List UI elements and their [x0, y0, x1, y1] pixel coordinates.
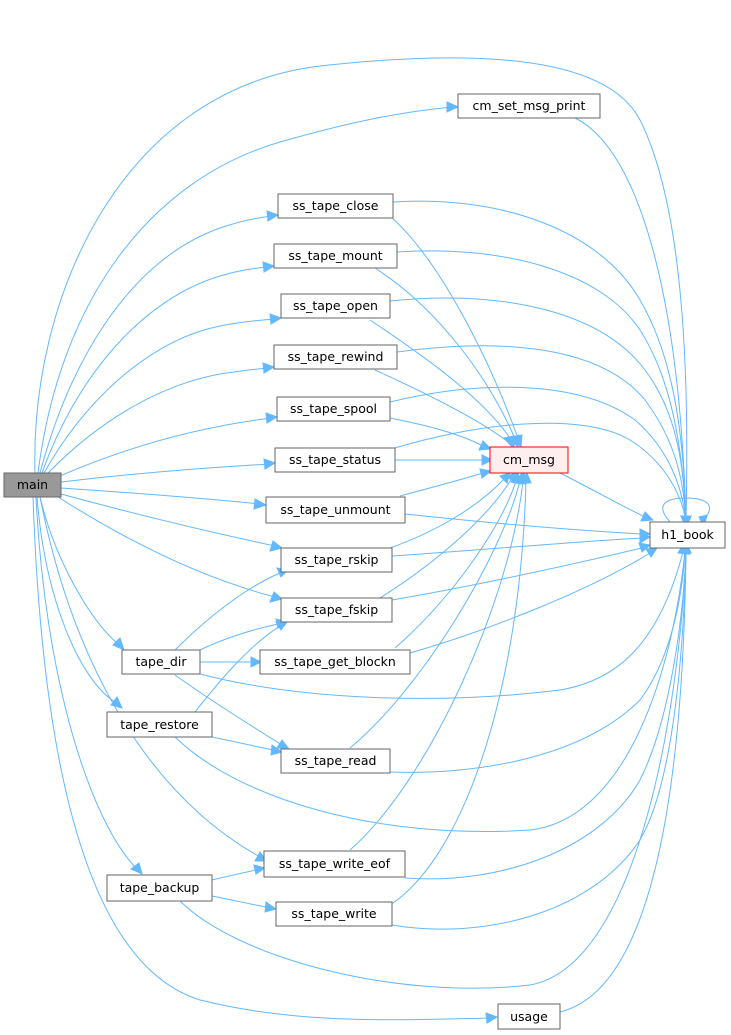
edge-main-ss_tape_unmount — [60, 487, 268, 510]
edge-main-tape_dir — [39, 496, 125, 651]
edge-ss_tape_open-cm_msg — [369, 319, 516, 450]
edge-main-ss_tape_fskip — [57, 496, 284, 603]
node-ss_tape_mount[interactable]: ss_tape_mount — [273, 243, 398, 269]
node-label-tape_dir: tape_dir — [136, 654, 188, 669]
node-label-cm_msg: cm_msg — [503, 452, 555, 467]
edge-tape_restore-h1_book — [174, 541, 691, 833]
node-ss_tape_rewind[interactable]: ss_tape_rewind — [273, 344, 398, 370]
node-ss_tape_get_blockn[interactable]: ss_tape_get_blockn — [259, 649, 411, 675]
edge-ss_tape_write-cm_msg — [389, 471, 532, 906]
edge-main-ss_tape_rewind — [47, 362, 276, 474]
edge-ss_tape_write-h1_book — [391, 541, 692, 930]
node-tape_backup[interactable]: tape_backup — [106, 874, 213, 902]
edge-main-tape_restore — [36, 496, 123, 709]
edge-main-ss_tape_write_eof — [39, 496, 269, 862]
edge-ss_tape_read-h1_book — [389, 541, 691, 773]
node-label-main: main — [17, 477, 48, 492]
node-ss_tape_write_eof[interactable]: ss_tape_write_eof — [263, 850, 406, 878]
node-ss_tape_spool[interactable]: ss_tape_spool — [276, 396, 391, 422]
node-label-ss_tape_read: ss_tape_read — [295, 753, 377, 768]
edge-ss_tape_spool-cm_msg — [389, 417, 493, 451]
node-label-usage: usage — [510, 1009, 548, 1024]
edge-tape_backup-ss_tape_write — [211, 895, 278, 913]
node-label-ss_tape_rskip: ss_tape_rskip — [294, 552, 378, 567]
edge-main-ss_tape_close — [39, 210, 280, 474]
node-usage[interactable]: usage — [497, 1003, 561, 1030]
edge-ss_tape_status-cm_msg — [395, 454, 494, 466]
node-label-ss_tape_spool: ss_tape_spool — [290, 401, 377, 416]
node-label-ss_tape_write: ss_tape_write — [291, 906, 376, 921]
node-ss_tape_rskip[interactable]: ss_tape_rskip — [280, 547, 393, 573]
edge-ss_tape_status-h1_book — [394, 422, 692, 529]
edge-ss_tape_get_blockn-h1_book — [409, 547, 658, 654]
edge-ss_tape_rskip-cm_msg — [389, 472, 511, 549]
edge-main-ss_tape_status — [60, 458, 277, 483]
node-main[interactable]: main — [3, 472, 62, 498]
node-tape_dir[interactable]: tape_dir — [121, 649, 201, 675]
node-tape_restore[interactable]: tape_restore — [106, 711, 213, 738]
node-label-ss_tape_rewind: ss_tape_rewind — [288, 349, 384, 364]
node-h1_book[interactable]: h1_book — [649, 521, 726, 549]
edge-cm_msg-h1_book — [559, 472, 655, 522]
edge-main-cm_set_msg_print — [37, 101, 460, 474]
node-label-h1_book: h1_book — [661, 527, 714, 542]
edge-main-usage — [32, 496, 499, 1024]
edge-main-ss_tape_mount — [41, 261, 276, 474]
edge-ss_tape_rskip-h1_book — [391, 532, 652, 557]
edge-ss_tape_open-h1_book — [389, 297, 692, 529]
node-label-ss_tape_get_blockn: ss_tape_get_blockn — [274, 654, 396, 669]
node-label-ss_tape_open: ss_tape_open — [293, 298, 378, 313]
node-ss_tape_read[interactable]: ss_tape_read — [280, 748, 391, 774]
edge-main-tape_backup — [35, 496, 143, 875]
node-label-ss_tape_status: ss_tape_status — [289, 452, 381, 467]
edge-ss_tape_fskip-cm_msg — [379, 471, 517, 599]
node-label-ss_tape_mount: ss_tape_mount — [288, 248, 382, 263]
edge-tape_dir-ss_tape_fskip — [197, 618, 289, 652]
edge-ss_tape_unmount-cm_msg — [399, 468, 493, 497]
edge-tape_dir-ss_tape_get_blockn — [200, 656, 263, 668]
edge-tape_dir-h1_book — [199, 541, 689, 699]
node-cm_msg[interactable]: cm_msg — [489, 446, 569, 474]
edge-ss_tape_unmount-h1_book — [404, 513, 652, 540]
node-label-ss_tape_fskip: ss_tape_fskip — [295, 602, 378, 617]
node-label-ss_tape_close: ss_tape_close — [293, 198, 379, 213]
node-ss_tape_write[interactable]: ss_tape_write — [275, 901, 393, 927]
edge-cm_set_msg_print-h1_book — [574, 117, 692, 529]
edge-main-ss_tape_spool — [59, 412, 279, 477]
edge-tape_backup-ss_tape_write_eof — [211, 864, 267, 881]
node-label-tape_restore: tape_restore — [120, 717, 199, 732]
node-ss_tape_fskip[interactable]: ss_tape_fskip — [280, 597, 393, 623]
edge-main-ss_tape_rskip — [60, 493, 284, 552]
node-ss_tape_open[interactable]: ss_tape_open — [280, 293, 391, 319]
edge-ss_tape_fskip-h1_book — [391, 542, 652, 601]
node-cm_set_msg_print[interactable]: cm_set_msg_print — [457, 93, 601, 119]
edge-usage-h1_book — [559, 541, 692, 1013]
node-label-ss_tape_write_eof: ss_tape_write_eof — [279, 856, 391, 871]
node-label-tape_backup: tape_backup — [120, 880, 200, 895]
edge-ss_tape_rewind-cm_msg — [374, 369, 515, 449]
node-label-ss_tape_unmount: ss_tape_unmount — [280, 502, 390, 517]
edge-main-ss_tape_open — [43, 313, 283, 474]
edge-tape_dir-ss_tape_rskip — [174, 567, 290, 651]
node-ss_tape_close[interactable]: ss_tape_close — [277, 193, 394, 219]
node-ss_tape_unmount[interactable]: ss_tape_unmount — [265, 496, 406, 524]
edge-tape_backup-h1_book — [179, 541, 692, 989]
edge-tape_restore-ss_tape_read — [211, 736, 284, 756]
node-label-cm_set_msg_print: cm_set_msg_print — [473, 98, 586, 113]
edge-ss_tape_close-h1_book — [392, 200, 692, 529]
node-ss_tape_status[interactable]: ss_tape_status — [274, 447, 396, 473]
